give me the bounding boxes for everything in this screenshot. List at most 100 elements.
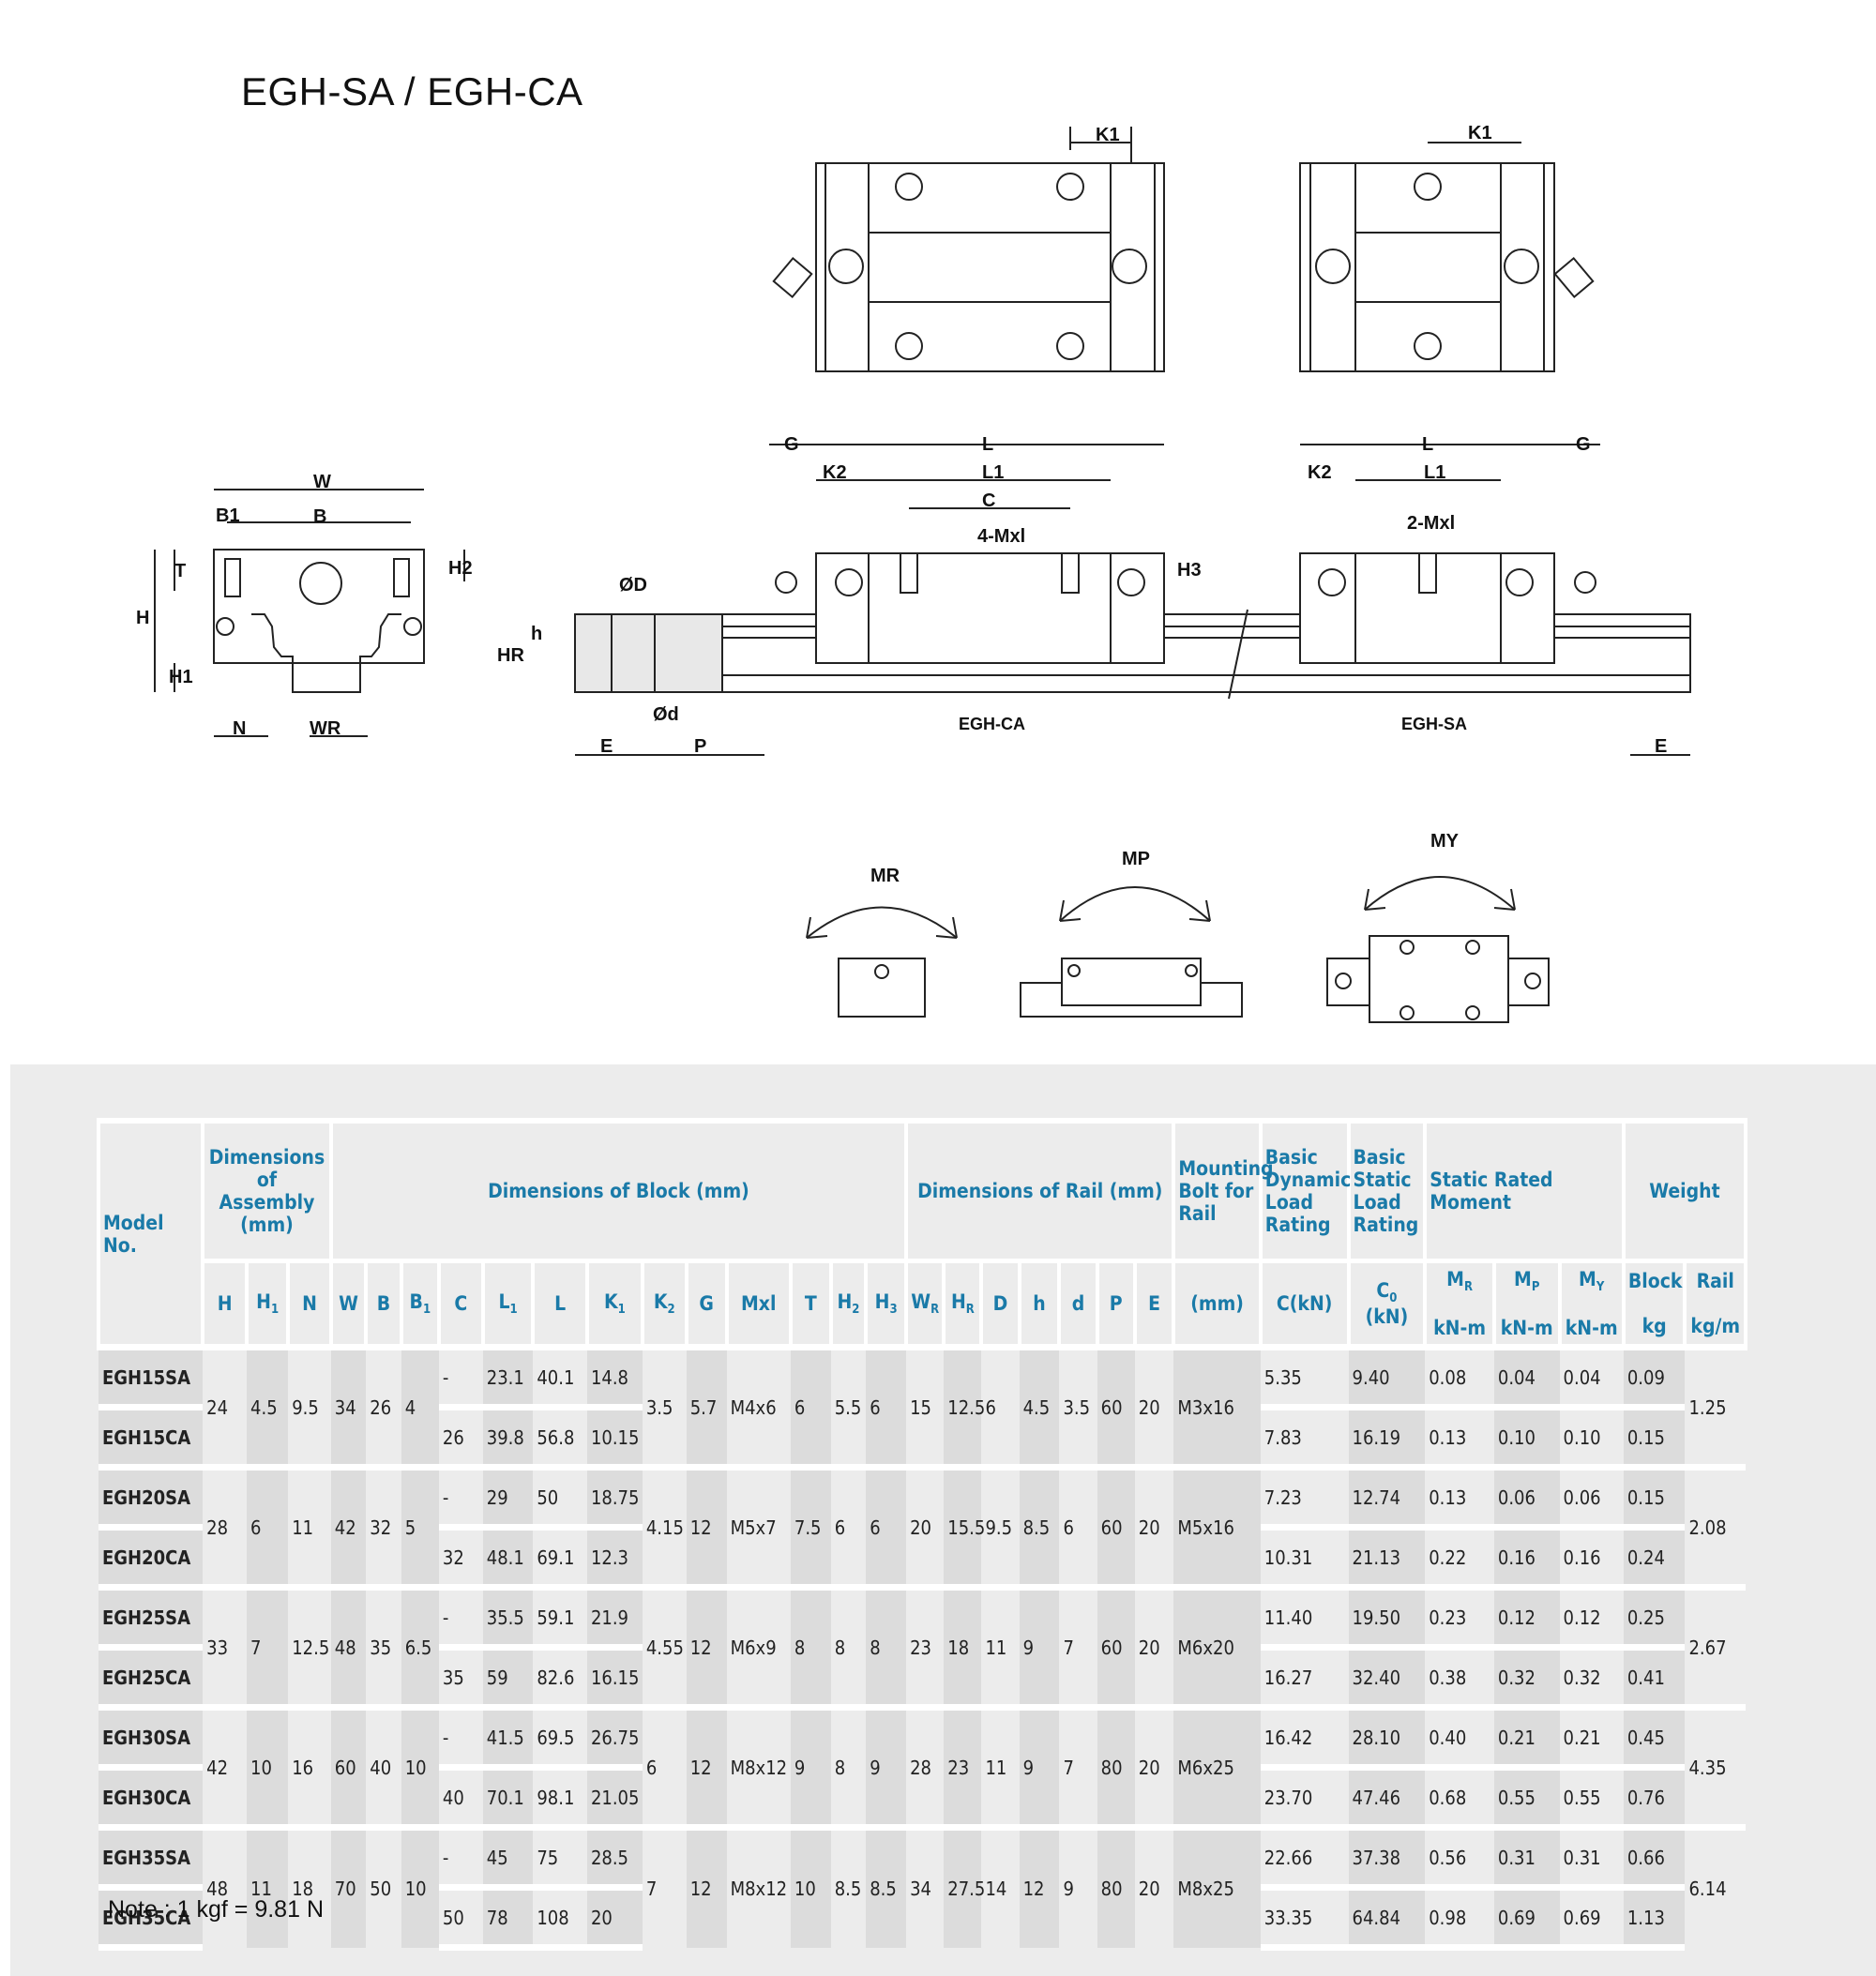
- cell-rail: 6.14: [1685, 1824, 1746, 1948]
- cell-c: 40: [438, 1764, 483, 1828]
- cell-p: 60: [1097, 1464, 1135, 1588]
- cell-my: 0.16: [1559, 1524, 1624, 1588]
- column-header: L1: [480, 1259, 536, 1348]
- cell-mxl: M8x12: [726, 1824, 791, 1948]
- cell-l1: 39.8: [482, 1404, 534, 1468]
- cell-h2: 8.5: [830, 1824, 867, 1948]
- column-header: B: [364, 1259, 403, 1348]
- cell-mr: 0.13: [1425, 1404, 1494, 1468]
- cell-h3: 6: [866, 1344, 907, 1468]
- cell-p: 60: [1097, 1584, 1135, 1708]
- cell-h: 33: [203, 1584, 248, 1708]
- cell-e: 20: [1134, 1704, 1174, 1828]
- cell-t: 10: [790, 1824, 831, 1948]
- column-header: h: [1017, 1259, 1062, 1348]
- cell-h: 48: [203, 1824, 248, 1948]
- cell-h2: 5.5: [830, 1344, 867, 1468]
- cell-block: 0.15: [1623, 1464, 1686, 1528]
- cell-bolt: M8x25: [1173, 1824, 1261, 1948]
- cell-l: 108: [533, 1884, 587, 1951]
- column-header: C0 (kN): [1346, 1259, 1428, 1348]
- column-header: K2: [640, 1259, 688, 1348]
- header-static: Basic Static Load Rating: [1346, 1118, 1428, 1261]
- cell-c: -: [438, 1824, 483, 1888]
- cell-l: 50: [533, 1464, 587, 1528]
- header-moment: Static Rated Moment: [1423, 1118, 1626, 1261]
- cell-l1: 23.1: [482, 1344, 534, 1408]
- cell-h: 28: [203, 1464, 248, 1588]
- cell-k2: 4.55: [642, 1584, 687, 1708]
- cell-n: 16: [288, 1704, 331, 1828]
- cell-b: 50: [366, 1824, 401, 1948]
- cell-k1: 16.15: [586, 1644, 643, 1708]
- cell-hr: 23: [944, 1704, 982, 1828]
- side-view: [574, 444, 1691, 756]
- cell-k1: 12.3: [586, 1524, 643, 1588]
- cell-h2: 8: [830, 1584, 867, 1708]
- cell-k2: 7: [642, 1824, 687, 1948]
- cell-mxl: M4x6: [726, 1344, 791, 1468]
- cell-wr: 20: [906, 1464, 945, 1588]
- cell-k2: 4.15: [642, 1464, 687, 1588]
- cell-hr: 15.5: [944, 1464, 985, 1588]
- cell-c: -: [438, 1584, 483, 1648]
- column-header: W: [328, 1259, 369, 1348]
- cell-l1: 70.1: [482, 1764, 534, 1828]
- dim-e: E: [600, 736, 613, 757]
- unit-note: Note : 1 kgf = 9.81 N: [108, 1896, 324, 1923]
- cell-c0: 16.19: [1348, 1404, 1426, 1468]
- cell-mxl: M6x9: [726, 1584, 791, 1708]
- cell-my: 0.04: [1559, 1344, 1624, 1408]
- cell-e: 20: [1134, 1464, 1174, 1588]
- cell-w: 60: [330, 1704, 367, 1828]
- cell-wr: 15: [906, 1344, 945, 1468]
- cell-hr: 12.5: [944, 1344, 985, 1468]
- model-name: EGH15CA: [98, 1404, 204, 1468]
- label-egh-sa: EGH-SA: [1401, 715, 1467, 733]
- cell-rail: 2.67: [1685, 1584, 1746, 1708]
- cell-cdyn: 10.31: [1260, 1524, 1349, 1588]
- moment-mp-icon: [1020, 886, 1243, 1018]
- cell-g: 5.7: [686, 1344, 727, 1468]
- dim-k1: K1: [1468, 123, 1492, 143]
- cell-mp: 0.31: [1493, 1824, 1560, 1888]
- cell-bolt: M3x16: [1173, 1344, 1261, 1468]
- label-mp: MP: [1122, 849, 1150, 869]
- cell-mp: 0.21: [1493, 1704, 1560, 1768]
- dim-w: W: [313, 472, 331, 492]
- column-header: D: [979, 1259, 1021, 1348]
- cell-my: 0.12: [1559, 1584, 1624, 1648]
- cell-k1: 28.5: [586, 1824, 643, 1888]
- cell-h: 4.5: [1019, 1344, 1060, 1468]
- cell-n: 11: [288, 1464, 331, 1588]
- cell-mr: 0.98: [1425, 1884, 1494, 1951]
- cell-h1: 7: [247, 1584, 289, 1708]
- cell-w: 34: [330, 1344, 367, 1468]
- cell-h: 12: [1019, 1824, 1060, 1948]
- column-header: P: [1095, 1259, 1137, 1348]
- model-name: EGH15SA: [98, 1344, 204, 1408]
- cell-bolt: M6x20: [1173, 1584, 1261, 1708]
- cell-c: -: [438, 1704, 483, 1768]
- cell-d: 7: [1059, 1704, 1097, 1828]
- cell-b: 40: [366, 1704, 401, 1828]
- cell-cdyn: 11.40: [1260, 1584, 1349, 1648]
- cell-cdyn: 7.83: [1260, 1404, 1349, 1468]
- cell-h1: 11: [247, 1824, 289, 1948]
- cell-my: 0.06: [1559, 1464, 1624, 1528]
- cell-cdyn: 16.27: [1260, 1644, 1349, 1708]
- dim-h: H: [136, 608, 149, 628]
- grease-nipple-icon: [772, 256, 813, 299]
- cell-mr: 0.08: [1425, 1344, 1494, 1408]
- cell-cdyn: 22.66: [1260, 1824, 1349, 1888]
- cell-g: 12: [686, 1824, 727, 1948]
- holes-ca: 4-Mxl: [977, 526, 1025, 547]
- cell-d: 9: [1059, 1824, 1097, 1948]
- cell-bolt: M6x25: [1173, 1704, 1261, 1828]
- dim-l1: L1: [1424, 462, 1445, 483]
- cell-c: 32: [438, 1524, 483, 1588]
- cell-l: 40.1: [533, 1344, 587, 1408]
